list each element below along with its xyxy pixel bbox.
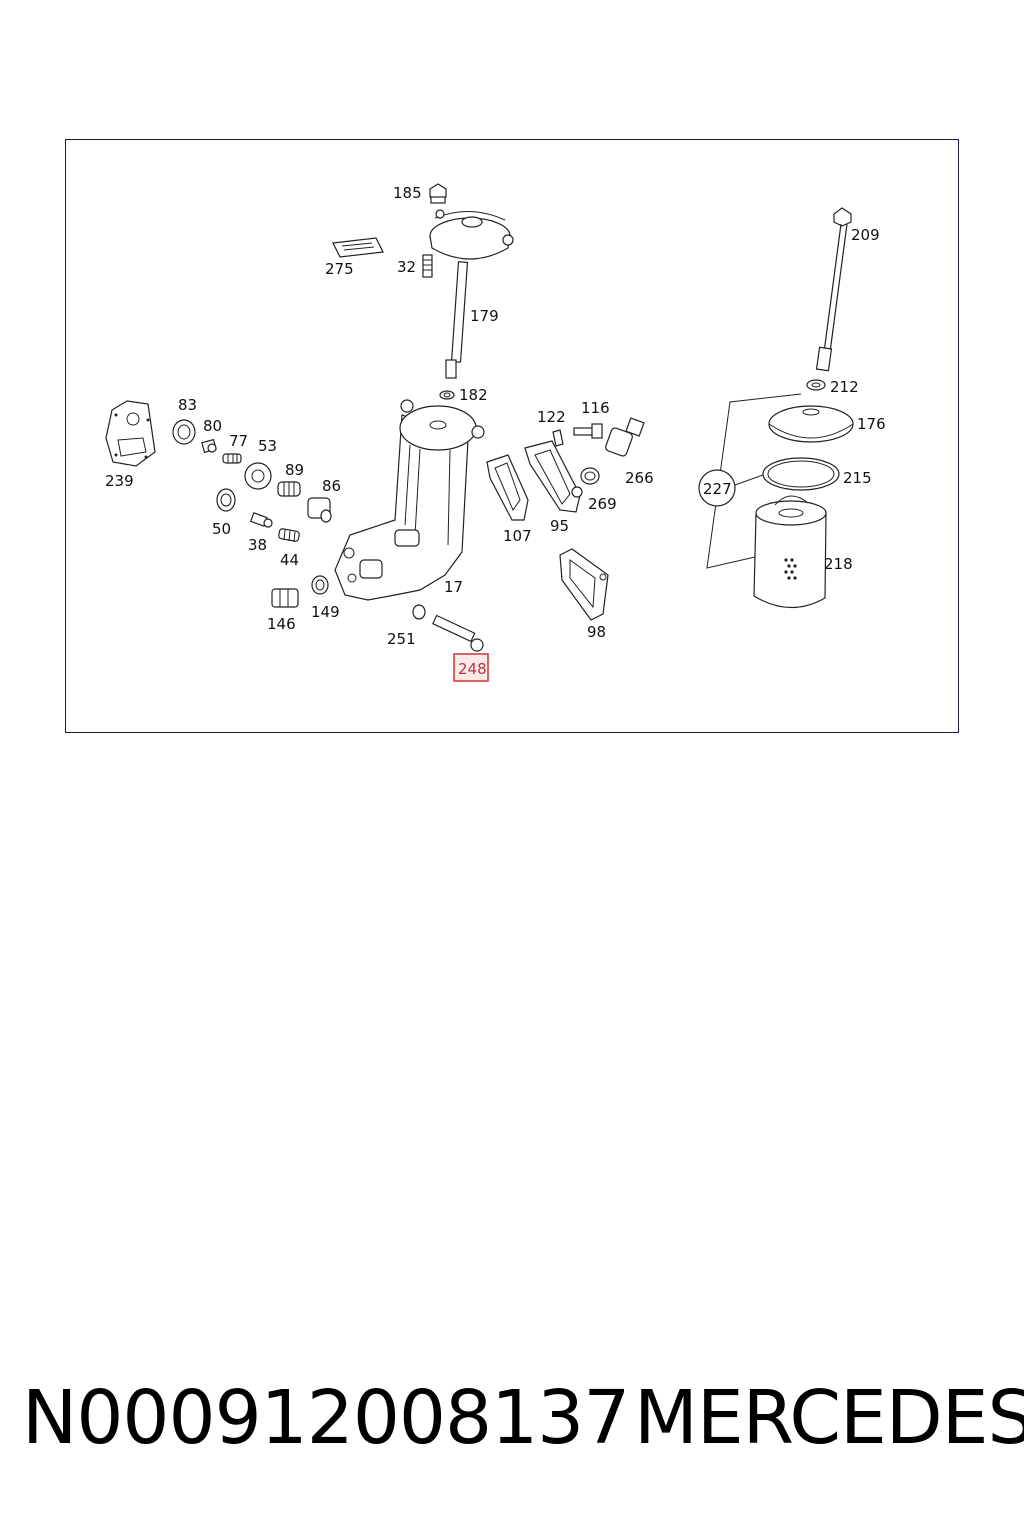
label-149: 149	[311, 603, 340, 621]
label-251: 251	[387, 630, 416, 648]
label-53: 53	[258, 437, 277, 455]
label-17: 17	[444, 578, 463, 596]
label-116: 116	[581, 399, 610, 417]
label-176: 176	[857, 415, 886, 433]
part-146-screw-plug	[271, 588, 299, 608]
label-122: 122	[537, 408, 566, 426]
label-209: 209	[851, 226, 880, 244]
label-80: 80	[203, 417, 222, 435]
part-38-valve-insert	[249, 512, 273, 528]
part-185-nut	[429, 183, 447, 204]
brand-name: MERCEDES	[634, 1375, 1024, 1461]
part-251-seal-ring	[412, 604, 426, 620]
label-146: 146	[267, 615, 296, 633]
label-83: 83	[178, 396, 197, 414]
label-98: 98	[587, 623, 606, 641]
part-248-bolt	[432, 614, 484, 652]
highlight-box	[453, 653, 489, 682]
label-215: 215	[843, 469, 872, 487]
part-179-center-rod	[445, 261, 469, 379]
label-89: 89	[285, 461, 304, 479]
label-179: 179	[470, 307, 499, 325]
part-44-spring	[278, 528, 300, 543]
part-209-long-bolt	[815, 207, 852, 372]
label-182: 182	[459, 386, 488, 404]
label-32: 32	[397, 258, 416, 276]
part-269-seal-ring	[580, 467, 600, 485]
label-95: 95	[550, 517, 569, 535]
cartridge-holes	[784, 558, 797, 580]
label-269: 269	[588, 495, 617, 513]
caption: N000912008137 MERCEDES	[22, 1375, 1024, 1475]
part-122-clip	[552, 429, 564, 447]
diagram-frame	[65, 139, 959, 733]
part-98-gasket	[559, 548, 609, 621]
part-77-spring	[222, 453, 242, 464]
label-227: 227	[703, 480, 732, 498]
part-80-valve	[201, 438, 217, 454]
part-50-circlip	[216, 488, 236, 512]
part-275-label-plate	[332, 237, 384, 258]
part-86-plug	[307, 497, 332, 523]
label-44: 44	[280, 551, 299, 569]
part-266-sensor	[605, 417, 645, 457]
label-218: 218	[824, 555, 853, 573]
part-149-seal-ring	[311, 575, 329, 595]
part-32-stud	[422, 254, 433, 278]
part-53-disc-valve	[244, 462, 272, 490]
part-89-spring	[277, 481, 301, 497]
part-number: N000912008137	[22, 1375, 630, 1461]
label-86: 86	[322, 477, 341, 495]
label-77: 77	[229, 432, 248, 450]
part-176-cover-disc	[768, 405, 854, 443]
part-17-filter-housing	[334, 399, 485, 601]
exploded-parts-diagram: 185 209 275 32 179 182 212 83 80 77 53 2…	[105, 183, 886, 682]
part-cover-cap	[429, 209, 514, 260]
part-218-filter-cartridge	[753, 495, 827, 609]
label-239: 239	[105, 472, 134, 490]
label-266: 266	[625, 469, 654, 487]
part-215-o-ring	[762, 457, 840, 491]
part-182-seal-ring	[439, 390, 455, 400]
label-275: 275	[325, 260, 354, 278]
label-248: 248	[458, 660, 487, 678]
label-185: 185	[393, 184, 422, 202]
part-116-screw	[573, 423, 603, 439]
part-212-washer	[806, 379, 826, 391]
label-212: 212	[830, 378, 859, 396]
part-83-sleeve	[172, 419, 196, 445]
label-38: 38	[248, 536, 267, 554]
label-50: 50	[212, 520, 231, 538]
bracket-227	[698, 393, 802, 569]
label-107: 107	[503, 527, 532, 545]
highlight-248[interactable]: 248	[453, 653, 489, 682]
part-107-gasket	[486, 454, 529, 521]
part-95-adapter-plate	[524, 440, 583, 513]
part-239-gasket	[105, 400, 156, 467]
